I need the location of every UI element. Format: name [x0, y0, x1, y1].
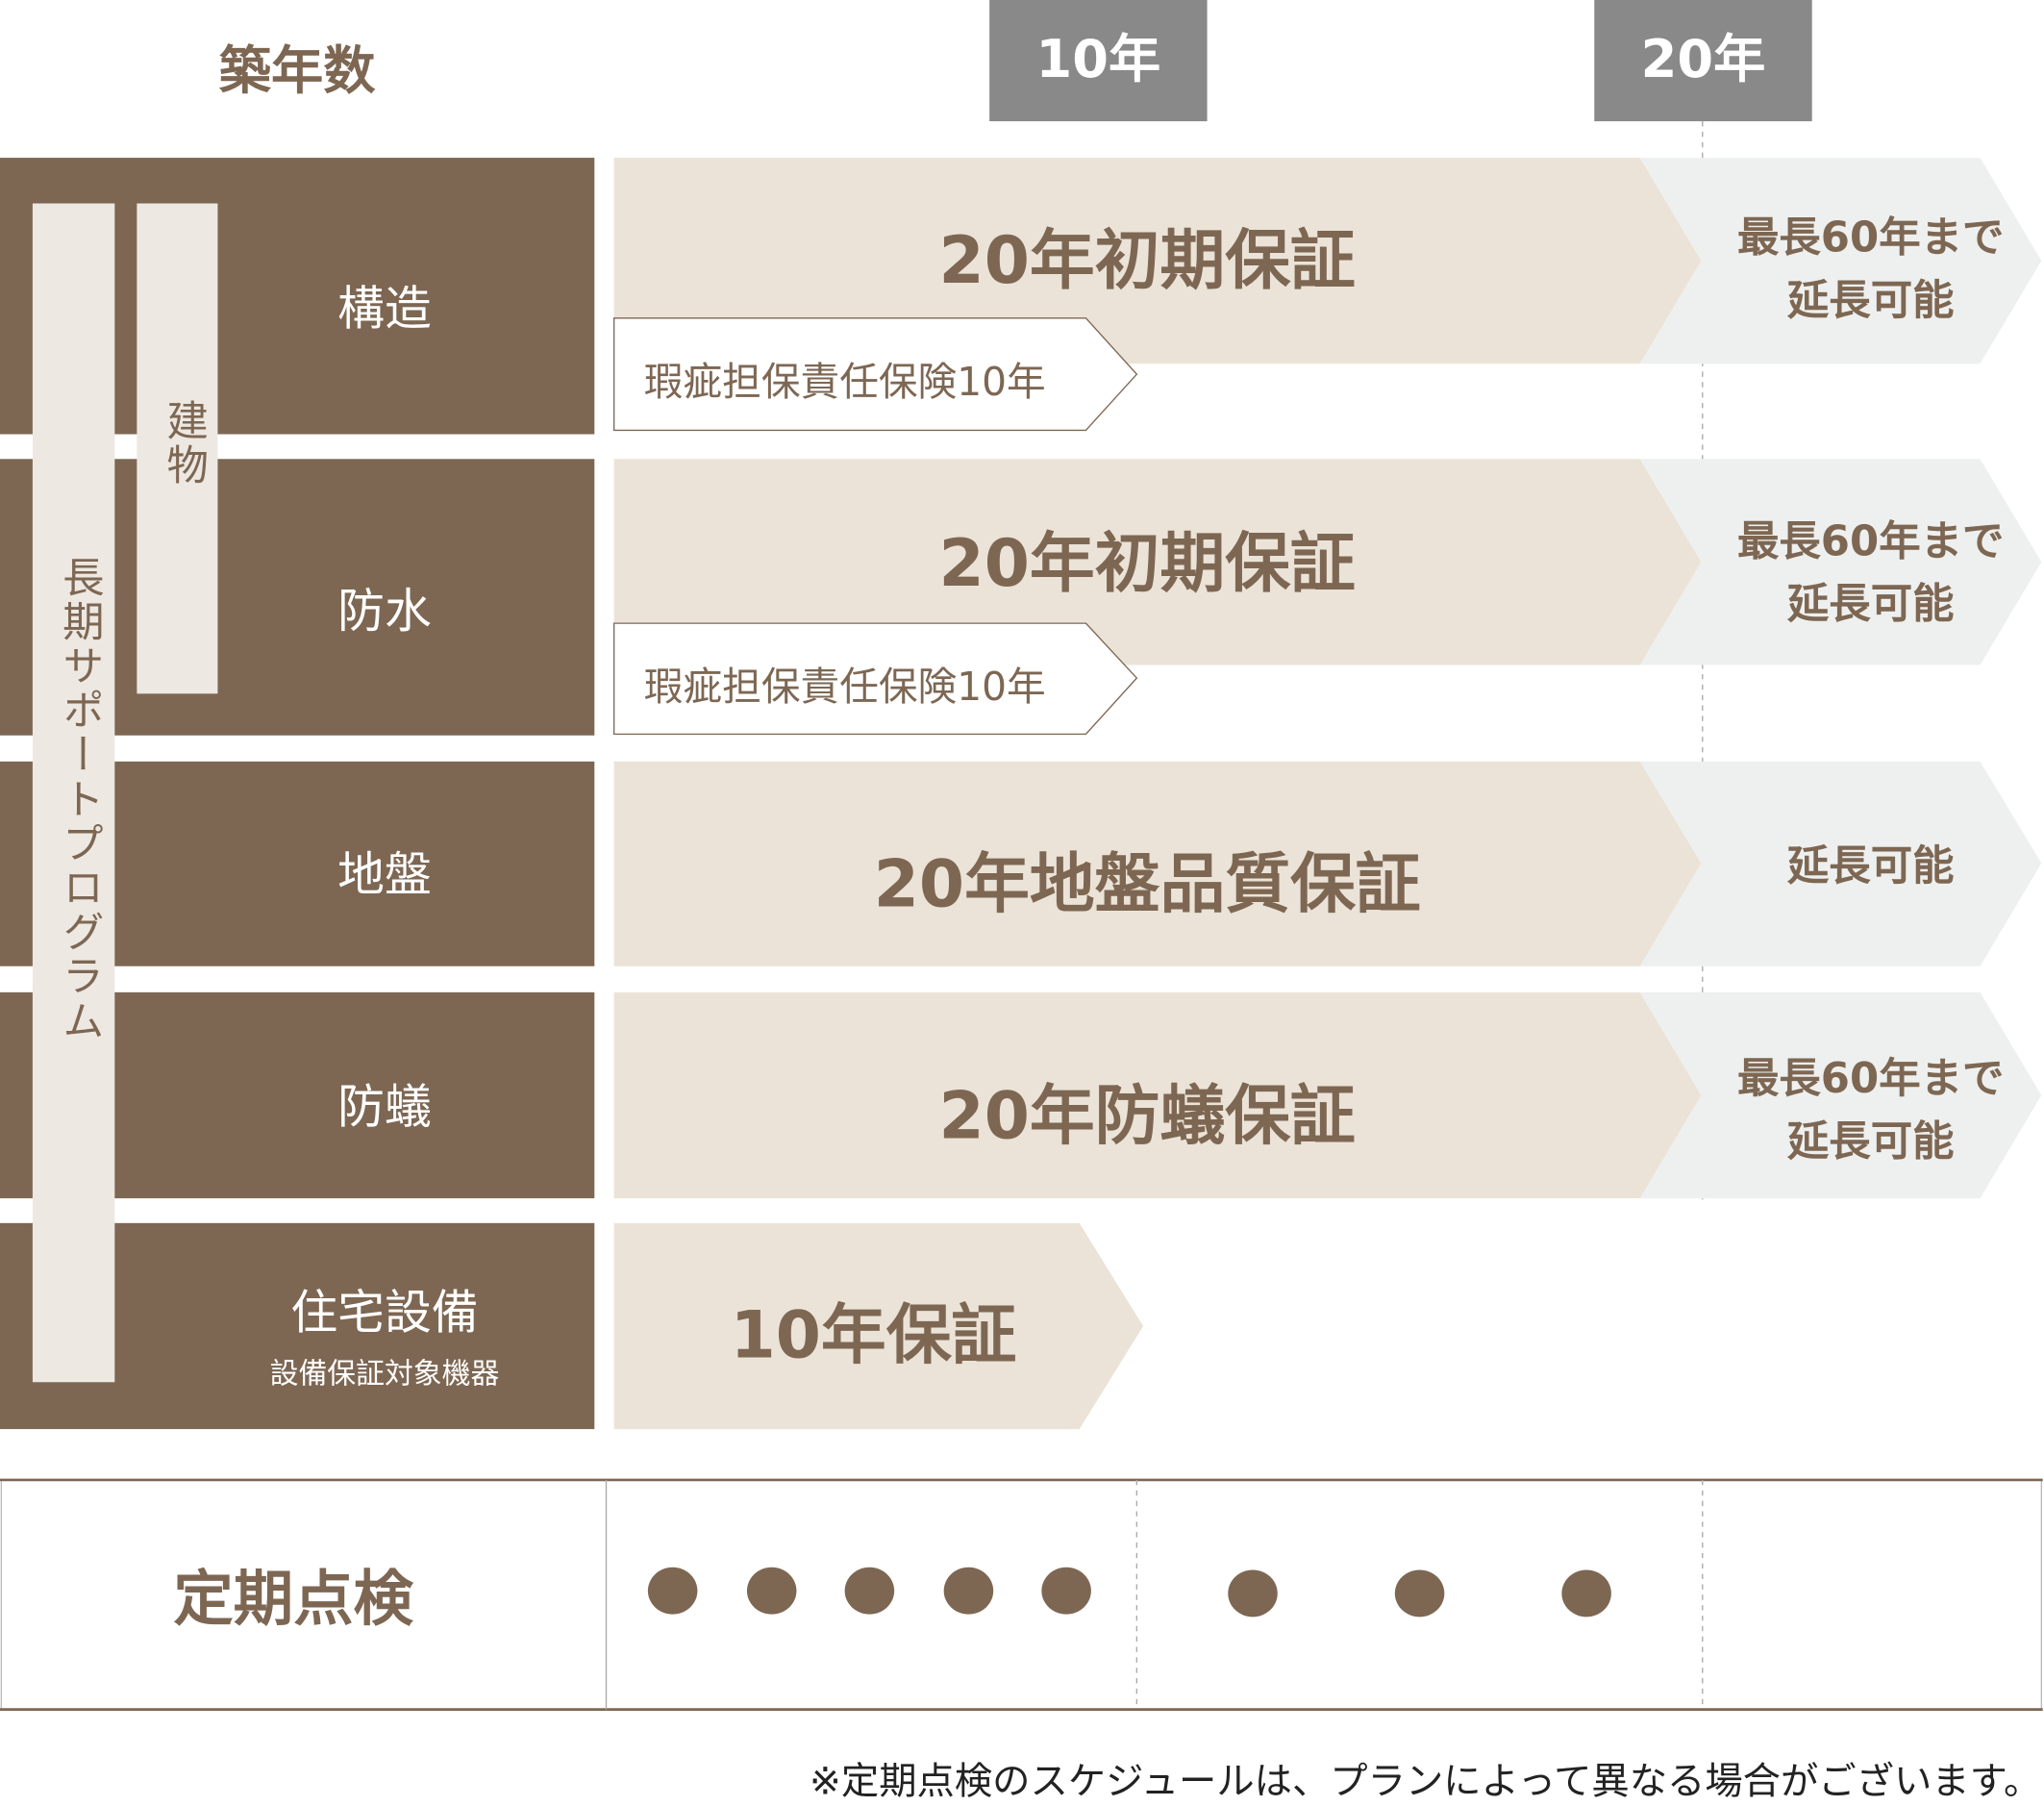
year-10-marker: 10年: [989, 0, 1208, 122]
extension-arrow: [1639, 991, 2042, 1199]
inspection-dot: [1041, 1567, 1091, 1615]
extension-label: 延長可能: [1786, 840, 1955, 891]
warranty-arrow: [613, 158, 1702, 364]
warranty-arrow: [613, 761, 1702, 966]
warranty-label: 20年防蟻保証: [938, 1078, 1356, 1154]
category-sublabel: 設備保証対象機器: [269, 1358, 500, 1392]
inspection-dot: [1394, 1569, 1445, 1618]
insurance-label: 瑕疵担保責任保険10年: [643, 360, 1046, 406]
category-label: 防水: [337, 585, 432, 640]
inspection-dot: [844, 1567, 895, 1615]
warranty-arrow: [613, 459, 1702, 665]
extension-label: 最長60年まで延長可能: [1737, 1053, 2005, 1166]
warranty-label: 20年初期保証: [938, 222, 1356, 299]
warranty-label: 20年初期保証: [938, 525, 1356, 602]
extension-arrow: [1639, 459, 2042, 665]
footnote: ※定期点検のスケジュールは、プランによって異なる場合がございます。: [809, 1759, 2042, 1804]
category-label: 住宅設備: [290, 1287, 479, 1341]
inspection-label: 定期点検: [173, 1563, 413, 1634]
warranty-label: 20年地盤品質保証: [873, 845, 1421, 922]
long-term-support-label: 長期サポートプログラム: [56, 555, 106, 1043]
insurance-label: 瑕疵担保責任保険10年: [643, 665, 1046, 711]
inspection-table: [0, 1479, 2043, 1711]
warranty-arrow: [613, 1222, 1144, 1430]
inspection-dot: [1228, 1569, 1278, 1618]
extension-label: 最長60年まで延長可能: [1737, 515, 2005, 629]
extension-arrow: [1639, 158, 2042, 364]
insurance-arrow: [612, 622, 1138, 736]
insurance-arrow: [612, 317, 1138, 432]
warranty-label: 10年保証: [730, 1297, 1017, 1373]
category-label: 地盤: [337, 848, 432, 903]
warranty-arrow: [613, 991, 1702, 1199]
inspection-dot: [943, 1567, 994, 1615]
category-label: 構造: [337, 283, 432, 337]
long-term-support-bar: 長期サポートプログラム: [32, 203, 115, 1383]
inspection-dot: [647, 1567, 698, 1615]
extension-arrow: [1639, 761, 2042, 966]
inspection-dot: [746, 1567, 797, 1615]
year-20-marker: 20年: [1594, 0, 1812, 122]
extension-label: 最長60年まで延長可能: [1737, 213, 2005, 325]
building-age-heading: 築年数: [218, 41, 376, 102]
inspection-dot: [1561, 1569, 1611, 1618]
building-bar: 建物: [137, 203, 218, 694]
building-label: 建物: [160, 398, 211, 489]
category-label: 防蟻: [337, 1081, 432, 1135]
